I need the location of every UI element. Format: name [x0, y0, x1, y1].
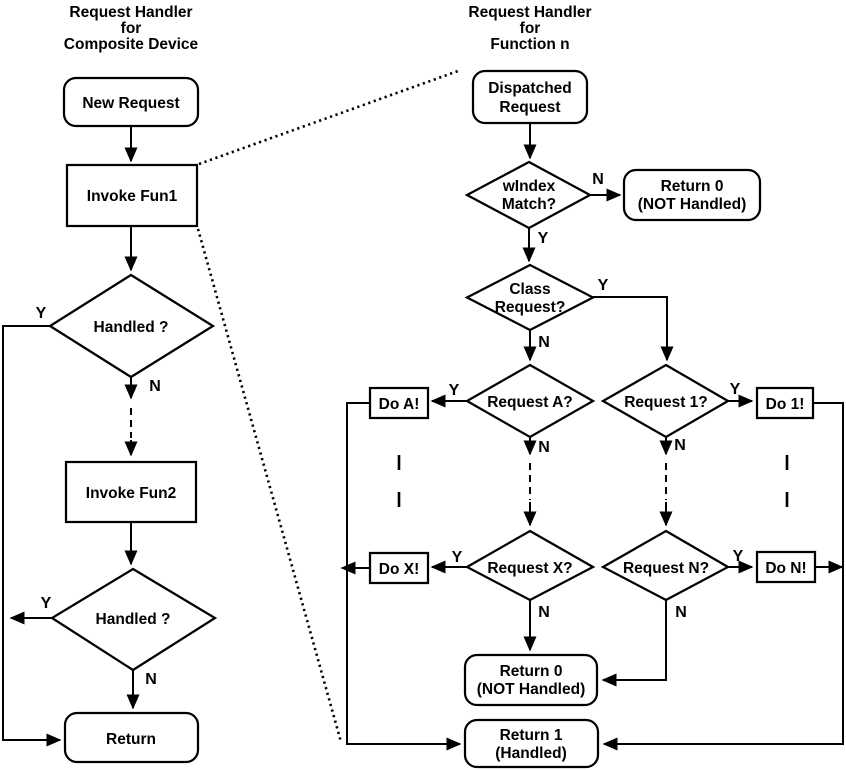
node-do-1: Do 1! [755, 386, 815, 420]
branch-label-requestn-yes: Y [733, 548, 744, 565]
node-handled-2: Handled ? [49, 567, 218, 672]
node-handled-2-label: Handled ? [96, 611, 171, 628]
edge-do1-to-return1 [602, 402, 844, 751]
node-dispatched-request-line1: Dispatched [488, 80, 572, 97]
node-invoke-fun2-label: Invoke Fun2 [86, 485, 176, 502]
branch-label-handled1-yes: Y [36, 305, 47, 322]
edge-handled1-yes-to-return [2, 325, 62, 747]
node-invoke-fun1: Invoke Fun1 [65, 163, 199, 228]
node-new-request-label: New Request [82, 95, 179, 112]
node-do-a: Do A! [368, 386, 430, 420]
left-title-line3: Composite Device [64, 36, 199, 53]
branch-label-classrequest-no: N [538, 334, 550, 351]
node-return0-top-line2: (NOT Handled) [638, 196, 747, 213]
node-do-a-label: Do A! [379, 396, 420, 413]
left-title-line1: Request Handler [69, 4, 192, 21]
node-return: Return [63, 711, 200, 764]
left-chart: Request Handler for Composite Device New… [2, 4, 218, 764]
node-invoke-fun1-label: Invoke Fun1 [87, 188, 178, 205]
left-chart-title: Request Handler for Composite Device [64, 4, 199, 53]
branch-label-request1-yes: Y [730, 381, 741, 398]
node-class-request-line1: Class [509, 281, 550, 298]
node-return-label: Return [106, 731, 156, 748]
right-title-line1: Request Handler [468, 4, 591, 21]
node-class-request-line2: Request? [495, 299, 566, 316]
edge-requestn-no-to-return0bottom [601, 600, 667, 687]
node-dispatched-request-line2: Request [499, 99, 560, 116]
node-request-x: Request X? [464, 529, 596, 602]
node-request-a-label: Request A? [487, 394, 573, 411]
node-request-1: Request 1? [600, 363, 731, 439]
node-request-x-label: Request X? [487, 560, 572, 577]
node-do-1-label: Do 1! [766, 396, 805, 413]
right-title-line3: Function n [490, 36, 569, 53]
node-return0-bottom-line1: Return 0 [500, 663, 563, 680]
zoom-dotted-line-top [198, 69, 459, 166]
node-new-request: New Request [62, 76, 200, 128]
node-windex-match-line1: wIndex [502, 178, 556, 195]
node-handled-1: Handled ? [47, 273, 216, 379]
branch-label-request1-no: N [674, 437, 686, 454]
right-chart: Request Handler for Function n [340, 4, 844, 769]
branch-label-windex-no: N [592, 171, 604, 188]
left-title-line2: for [121, 20, 142, 37]
branch-label-handled2-yes: Y [41, 595, 52, 612]
node-return0-bottom: Return 0 (NOT Handled) [463, 653, 599, 707]
branch-label-requesta-yes: Y [449, 382, 460, 399]
zoom-dotted-line-bottom [196, 228, 343, 743]
node-return1-line2: (Handled) [495, 745, 566, 762]
branch-label-windex-yes: Y [538, 230, 549, 247]
node-do-x: Do X! [368, 551, 430, 585]
node-request-n: Request N? [600, 529, 731, 602]
node-handled-1-label: Handled ? [94, 319, 169, 336]
node-do-n: Do N! [755, 550, 817, 584]
node-return1: Return 1 (Handled) [463, 718, 600, 769]
branch-label-requestx-yes: Y [452, 549, 463, 566]
right-title-line2: for [520, 20, 541, 37]
branch-label-requesta-no: N [538, 439, 550, 456]
node-return0-top: Return 0 (NOT Handled) [622, 168, 762, 222]
node-class-request: Class Request? [464, 263, 596, 332]
node-do-x-label: Do X! [379, 561, 419, 578]
branch-label-requestx-no: N [538, 604, 550, 621]
node-request-n-label: Request N? [623, 560, 709, 577]
node-do-n-label: Do N! [765, 560, 806, 577]
node-dispatched-request: Dispatched Request [471, 69, 589, 125]
right-chart-title: Request Handler for Function n [468, 4, 591, 53]
branch-label-classrequest-yes: Y [598, 277, 609, 294]
node-request-a: Request A? [464, 363, 596, 439]
node-return0-top-line1: Return 0 [661, 178, 724, 195]
branch-label-handled1-no: N [149, 378, 161, 395]
node-request-1-label: Request 1? [624, 394, 708, 411]
node-windex-match: wIndex Match? [464, 160, 593, 230]
node-invoke-fun2: Invoke Fun2 [64, 460, 198, 524]
branch-label-requestn-no: N [675, 604, 687, 621]
edge-classrequest-yes-to-request1 [593, 296, 674, 362]
node-return0-bottom-line2: (NOT Handled) [477, 681, 586, 698]
branch-label-handled2-no: N [145, 671, 157, 688]
node-windex-match-line2: Match? [502, 196, 556, 213]
node-return1-line1: Return 1 [500, 727, 563, 744]
